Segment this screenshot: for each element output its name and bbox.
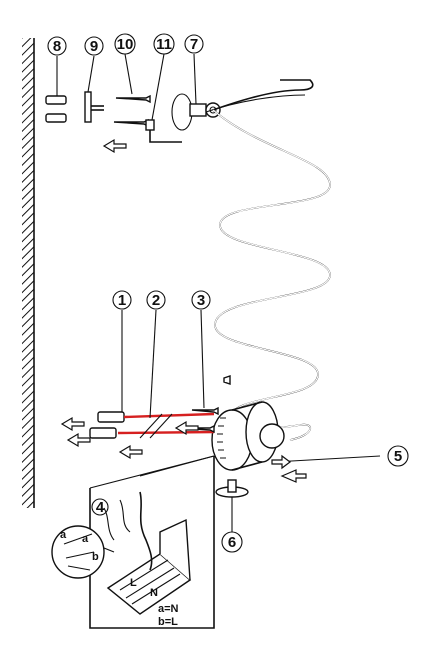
callout-1: 1 (112, 290, 132, 310)
wall-plug-top (45, 95, 67, 123)
callout-3: 3 (191, 290, 211, 310)
end-cap (189, 102, 221, 118)
legend-line1: a=N (158, 603, 179, 615)
lamp-base (211, 401, 381, 471)
wall-plug-bottom (89, 411, 125, 439)
wires (117, 412, 215, 439)
svg-text:11: 11 (156, 36, 172, 53)
callout-9: 9 (84, 36, 104, 56)
svg-text:7: 7 (190, 36, 198, 53)
legend-line2: b=L (158, 616, 178, 628)
wiring-inset (51, 455, 215, 629)
svg-text:8: 8 (53, 38, 61, 55)
svg-text:9: 9 (90, 38, 98, 55)
svg-text:1: 1 (118, 292, 126, 309)
knob (215, 479, 249, 532)
inset-labels: a a b L N a=N b=L (60, 529, 179, 628)
inset-terminal-b: N (150, 587, 158, 599)
callout-4: 4 (91, 498, 109, 516)
svg-text:6: 6 (228, 534, 236, 551)
svg-text:5: 5 (394, 448, 402, 465)
top-hardware (45, 53, 221, 154)
inset-terminal-a: L (130, 577, 137, 589)
arrows-bottom (60, 416, 199, 460)
svg-text:2: 2 (152, 292, 160, 309)
svg-text:3: 3 (197, 292, 205, 309)
inset-detail-label: a (60, 529, 67, 541)
callout-10: 10 (114, 33, 136, 55)
callout-2: 2 (146, 290, 166, 310)
lower-hardware (60, 309, 307, 532)
callout-11: 11 (153, 33, 175, 55)
callout-8: 8 (47, 36, 67, 56)
callouts: 8 9 10 11 7 1 2 3 (47, 33, 409, 553)
screw-top (113, 94, 151, 128)
callout-5: 5 (387, 445, 409, 467)
callout-6: 6 (221, 531, 243, 553)
spiral-arm (205, 79, 331, 441)
mounting-plate (84, 91, 104, 123)
bracket (145, 93, 193, 143)
arrow-top (102, 138, 127, 154)
inset-wire-b: b (92, 551, 99, 563)
svg-text:4: 4 (96, 499, 105, 516)
inset-wire-a: a (82, 533, 89, 545)
svg-text:10: 10 (117, 36, 134, 53)
wall (22, 38, 35, 508)
callout-7: 7 (184, 34, 204, 54)
